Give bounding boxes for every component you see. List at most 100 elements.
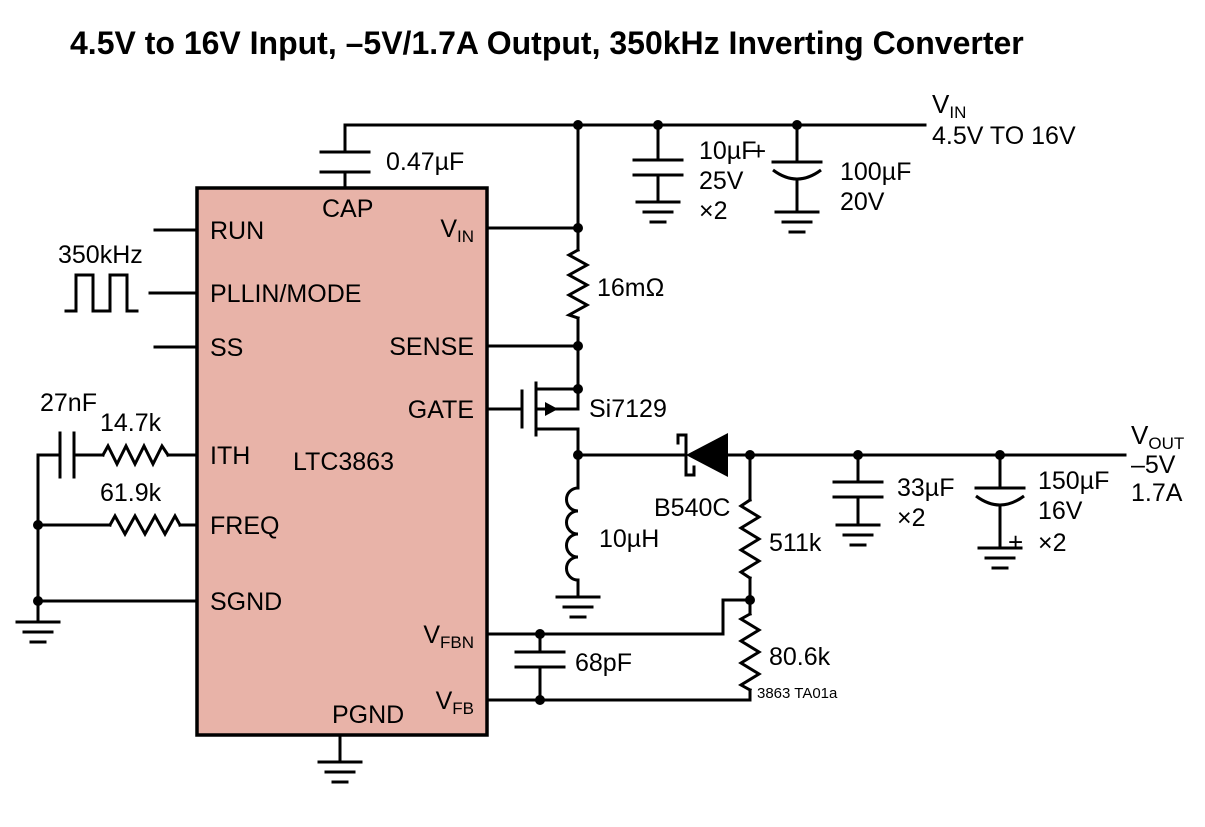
junction-dot bbox=[573, 120, 583, 130]
ground-icon-inductor bbox=[555, 595, 601, 619]
ground-icon-pgnd bbox=[317, 760, 363, 784]
capacitor-in2-icon bbox=[771, 160, 823, 181]
junction-dot bbox=[573, 341, 583, 351]
component-symbols bbox=[58, 150, 1026, 693]
junction-dot bbox=[573, 384, 583, 394]
junction-dot bbox=[33, 520, 43, 530]
vout-rail-sub: OUT bbox=[1148, 434, 1184, 453]
cap-fb-label: 68pF bbox=[575, 649, 632, 677]
diode-icon bbox=[676, 433, 728, 477]
ic-pin-freq: FREQ bbox=[210, 512, 279, 540]
res-sense-label: 16mΩ bbox=[597, 274, 664, 302]
ic-pin-vfb-sub: FB bbox=[452, 699, 474, 718]
res-fb-top-label: 511k bbox=[769, 529, 822, 557]
diode-label: B540C bbox=[654, 494, 730, 522]
res-fb-bottom-label: 80.6k bbox=[769, 643, 831, 671]
vout-voltage-label: –5V bbox=[1131, 451, 1176, 479]
resistor-comp-icon bbox=[100, 442, 171, 468]
ic-pin-vfb-main: V bbox=[436, 687, 453, 715]
capacitor-out1-icon bbox=[832, 480, 884, 499]
vout-rail-label: VOUT bbox=[1131, 420, 1184, 453]
junction-dot bbox=[745, 595, 755, 605]
junction-dot bbox=[535, 695, 545, 705]
ground-icon-sgnd bbox=[15, 620, 61, 644]
junction-dot bbox=[653, 120, 663, 130]
mosfet-label: Si7129 bbox=[589, 395, 667, 423]
vout-rail-main: V bbox=[1131, 420, 1149, 450]
capacitor-out2-curve bbox=[975, 494, 1025, 507]
wire-comp-to-sgnd bbox=[36, 453, 62, 603]
ic-pin-vfbn-sub: FBN bbox=[440, 633, 474, 652]
capacitor-in2-curve bbox=[772, 168, 822, 181]
junction-dot bbox=[573, 223, 583, 233]
junction-dot bbox=[535, 629, 545, 639]
cap-out2-voltage: 16V bbox=[1038, 497, 1083, 525]
ic-pin-ss: SS bbox=[210, 334, 243, 362]
page-title: 4.5V to 16V Input, –5V/1.7A Output, 350k… bbox=[70, 25, 1024, 61]
wire-vfbn-pin bbox=[485, 598, 752, 636]
mosfet-body-arrow bbox=[545, 402, 558, 416]
junction-dot bbox=[995, 450, 1005, 460]
ic-part-number: LTC3863 bbox=[293, 448, 394, 476]
rail-labels: VIN 4.5V TO 16V VOUT –5V 1.7A bbox=[932, 89, 1184, 507]
ic-pin-vin: VIN bbox=[440, 215, 474, 246]
ground-icon-cin1 bbox=[635, 200, 681, 224]
cap-in1-value: 10µF bbox=[699, 137, 756, 165]
ic-pin-vfbn-main: V bbox=[423, 621, 440, 649]
junction-dot bbox=[792, 120, 802, 130]
junction-dot bbox=[573, 450, 583, 460]
ic-pin-vin-main: V bbox=[440, 215, 457, 243]
ic-pin-cap: CAP bbox=[322, 195, 373, 223]
ic-pin-vfbn: VFBN bbox=[423, 621, 474, 652]
capacitor-comp-icon bbox=[58, 431, 76, 479]
cap-out1-qty: ×2 bbox=[897, 504, 926, 532]
resistor-freq-icon bbox=[107, 512, 183, 538]
cap-out2-value: 150µF bbox=[1038, 467, 1109, 495]
vin-rail-main: V bbox=[932, 89, 950, 119]
capacitor-out2-icon bbox=[974, 486, 1026, 507]
ic-pin-pgnd: PGND bbox=[332, 701, 404, 729]
cap-out2-qty: ×2 bbox=[1038, 529, 1067, 557]
clock-freq-label: 350kHz bbox=[58, 241, 143, 269]
wire-sgnd-pin bbox=[36, 599, 199, 624]
ground-icon-cin2 bbox=[774, 210, 820, 234]
junction-dots bbox=[33, 120, 1005, 705]
ic-body bbox=[195, 186, 489, 737]
cap-in1-voltage: 25V bbox=[699, 167, 744, 195]
capacitor-fb-icon bbox=[514, 650, 566, 669]
inductor-icon bbox=[565, 486, 580, 582]
ground-symbols bbox=[15, 200, 1023, 784]
ic-pin-sense: SENSE bbox=[389, 333, 474, 361]
vin-range-label: 4.5V TO 16V bbox=[932, 122, 1076, 150]
cap-out1-value: 33µF bbox=[897, 474, 954, 502]
ground-icon-cout1 bbox=[835, 523, 881, 547]
vin-rail-label: VIN bbox=[932, 89, 966, 122]
figure-note: 3863 TA01a bbox=[757, 685, 838, 702]
cap-boost-label: 0.47µF bbox=[386, 148, 464, 176]
resistor-sense-icon bbox=[565, 247, 591, 320]
ic-pin-sgnd: SGND bbox=[210, 588, 282, 616]
component-labels: 350kHz 27nF 14.7k 61.9k 0.47µF 16mΩ Si71… bbox=[40, 136, 1109, 677]
mosfet-icon bbox=[520, 381, 558, 437]
capacitor-in1-icon bbox=[632, 158, 684, 177]
ic-pin-gate: GATE bbox=[408, 396, 474, 424]
diode-triangle bbox=[686, 433, 728, 477]
resistor-fb-bottom-icon bbox=[738, 611, 762, 693]
res-freq-label: 61.9k bbox=[100, 479, 162, 507]
wire-mosfet-drain bbox=[534, 427, 580, 457]
capacitor-boost-icon bbox=[319, 150, 371, 174]
vin-rail-sub: IN bbox=[949, 103, 966, 122]
junction-dot bbox=[33, 596, 43, 606]
clock-waveform-icon bbox=[64, 273, 139, 313]
ic-pin-vin-sub: IN bbox=[457, 227, 474, 246]
ic-pin-ith: ITH bbox=[210, 442, 250, 470]
resistor-fb-top-icon bbox=[738, 497, 762, 581]
ic-pin-pllin-mode: PLLIN/MODE bbox=[210, 280, 361, 308]
res-comp-label: 14.7k bbox=[100, 409, 162, 437]
inductor-label: 10µH bbox=[599, 525, 659, 553]
cap-out2-plus-sign: + bbox=[1008, 527, 1023, 557]
cap-in2-plus-sign: + bbox=[751, 136, 766, 166]
cap-in2-value: 100µF bbox=[840, 158, 911, 186]
